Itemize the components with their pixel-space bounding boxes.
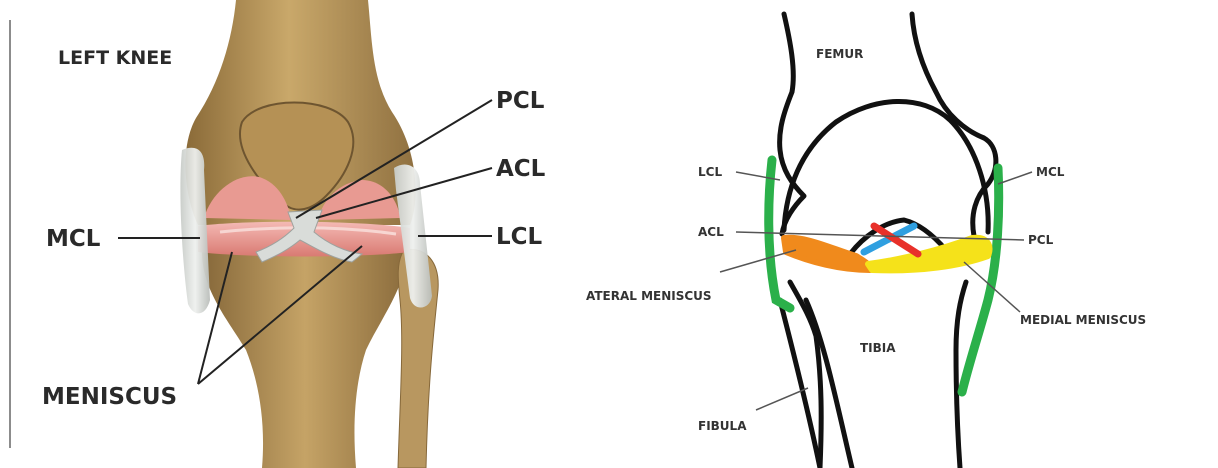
label-medial-meniscus: MEDIAL MENISCUS	[1020, 313, 1146, 327]
label-pcl-right: PCL	[1028, 233, 1054, 247]
label-acl-left: ACL	[496, 156, 546, 182]
label-mcl-left: MCL	[46, 226, 101, 252]
left-knee-illustration	[180, 0, 438, 468]
label-lateral-meniscus: ATERAL MENISCUS	[586, 289, 712, 303]
label-fibula: FIBULA	[698, 419, 747, 433]
label-mcl-right: MCL	[1036, 165, 1065, 179]
label-tibia: TIBIA	[860, 341, 896, 355]
femur-outline-left	[780, 14, 804, 234]
label-acl-right: ACL	[698, 225, 724, 239]
left-knee-title: LEFT KNEE	[58, 47, 172, 69]
label-lcl-right: LCL	[698, 165, 722, 179]
label-femur: FEMUR	[816, 47, 863, 61]
label-lcl-left: LCL	[496, 224, 543, 250]
label-pcl-left: PCL	[496, 88, 545, 114]
tibia-bone	[202, 252, 408, 468]
label-meniscus-left: MENISCUS	[42, 384, 177, 410]
mcl-ligament-schematic	[962, 168, 999, 392]
